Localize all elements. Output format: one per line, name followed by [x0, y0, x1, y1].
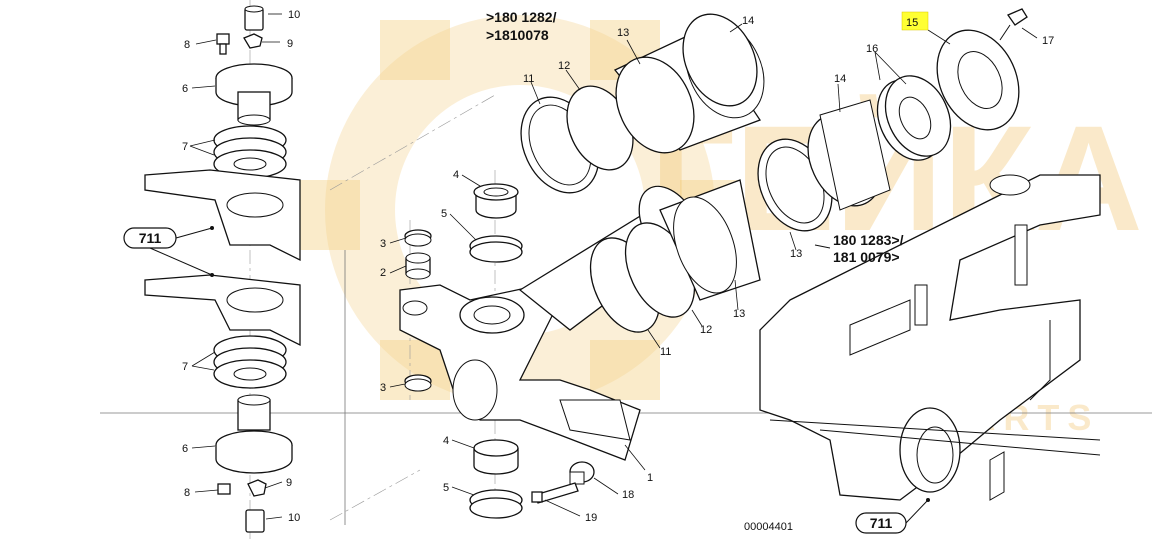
label-8-upper: 8: [184, 39, 190, 51]
bushing-4-lower: [473, 439, 519, 475]
bearing-18: [569, 461, 595, 485]
shim-pack-16: [876, 75, 952, 161]
label-18: 18: [622, 489, 634, 501]
ring-14-lower: [807, 99, 891, 211]
label-9-upper: 9: [287, 38, 293, 50]
label-2: 2: [380, 267, 386, 279]
bolt-17: [999, 8, 1028, 41]
part-labels: 10 9 8 6 7 7 6 8 9 10 3 2 3 4 5 4 5 1 18…: [182, 9, 1054, 524]
label-4-upper: 4: [453, 169, 459, 181]
highlighted-part-15[interactable]: 15: [901, 11, 929, 31]
bolt-19: [531, 482, 579, 504]
pin-6-lower: [215, 394, 293, 474]
label-8-lower: 8: [184, 487, 190, 499]
seal-5-lower: [469, 489, 523, 519]
label-16: 16: [866, 43, 878, 55]
label-4-lower: 4: [443, 435, 449, 447]
bushing-4-upper: [473, 183, 519, 219]
label-19: 19: [585, 512, 597, 524]
drawing-number: 00004401: [744, 521, 793, 533]
group-ref-711-left: 711: [123, 226, 214, 277]
upper-cap-10: [244, 5, 264, 31]
label-7-upper: 7: [182, 141, 188, 153]
label-14-upper: 14: [742, 15, 754, 27]
serial-note-lower-line1: 180 1283>/: [833, 232, 904, 248]
label-5-lower: 5: [443, 482, 449, 494]
label-17: 17: [1042, 35, 1054, 47]
label-1: 1: [647, 472, 653, 484]
label-11-middle: 11: [660, 346, 671, 358]
label-14-lower: 14: [834, 73, 846, 85]
pin-6-upper: [215, 63, 293, 126]
ring-14-upper: [682, 13, 758, 107]
group-ref-711-left-text: 711: [139, 230, 162, 246]
shim-pack-7-upper: [213, 125, 287, 179]
label-3-lower: 3: [380, 382, 386, 394]
label-6-lower: 6: [182, 443, 188, 455]
lower-cap-10: [245, 509, 265, 533]
label-12-upper: 12: [558, 60, 570, 72]
ring-3-upper: [404, 229, 432, 247]
chassis-frame: [759, 174, 1101, 501]
group-ref-711-right: 711: [855, 498, 930, 534]
serial-note-lower-line2: 181 0079>: [833, 249, 900, 265]
bolt-8-upper: [216, 33, 230, 55]
label-9-lower: 9: [286, 477, 292, 489]
serial-note-upper-line2: >1810078: [486, 27, 549, 43]
label-6-upper: 6: [182, 83, 188, 95]
serial-note-upper: >180 1282/ >1810078: [486, 9, 557, 43]
seal-5-upper: [469, 235, 523, 263]
sleeve-13-middle: [659, 179, 761, 301]
label-5-upper: 5: [441, 208, 447, 220]
bushing-2: [405, 252, 431, 280]
group-ref-711-right-text: 711: [870, 515, 893, 531]
bolt-8-lower: [217, 483, 231, 495]
frame-upper-plate: [144, 169, 301, 262]
label-12-middle: 12: [700, 324, 712, 336]
cover-plate-15: [936, 29, 1020, 131]
label-13-lower: 13: [790, 248, 802, 260]
grease-nipple-9-lower: [247, 479, 267, 497]
ring-3-lower: [404, 374, 432, 392]
leader-lines: [189, 13, 1038, 520]
serial-note-lower: 180 1283>/ 181 0079>: [814, 232, 904, 265]
label-7-lower: 7: [182, 361, 188, 373]
label-13-middle: 13: [733, 308, 745, 320]
label-11-upper: 11: [523, 73, 534, 85]
shim-pack-7-lower: [213, 335, 287, 389]
grease-nipple-9-upper: [243, 33, 263, 49]
label-13-upper: 13: [617, 27, 629, 39]
frame-lower-plate: [144, 274, 301, 347]
serial-note-upper-line1: >180 1282/: [486, 9, 557, 25]
label-10-upper: 10: [288, 9, 300, 21]
label-10-lower: 10: [288, 512, 300, 524]
label-3-upper: 3: [380, 238, 386, 250]
label-15: 15: [906, 17, 918, 29]
